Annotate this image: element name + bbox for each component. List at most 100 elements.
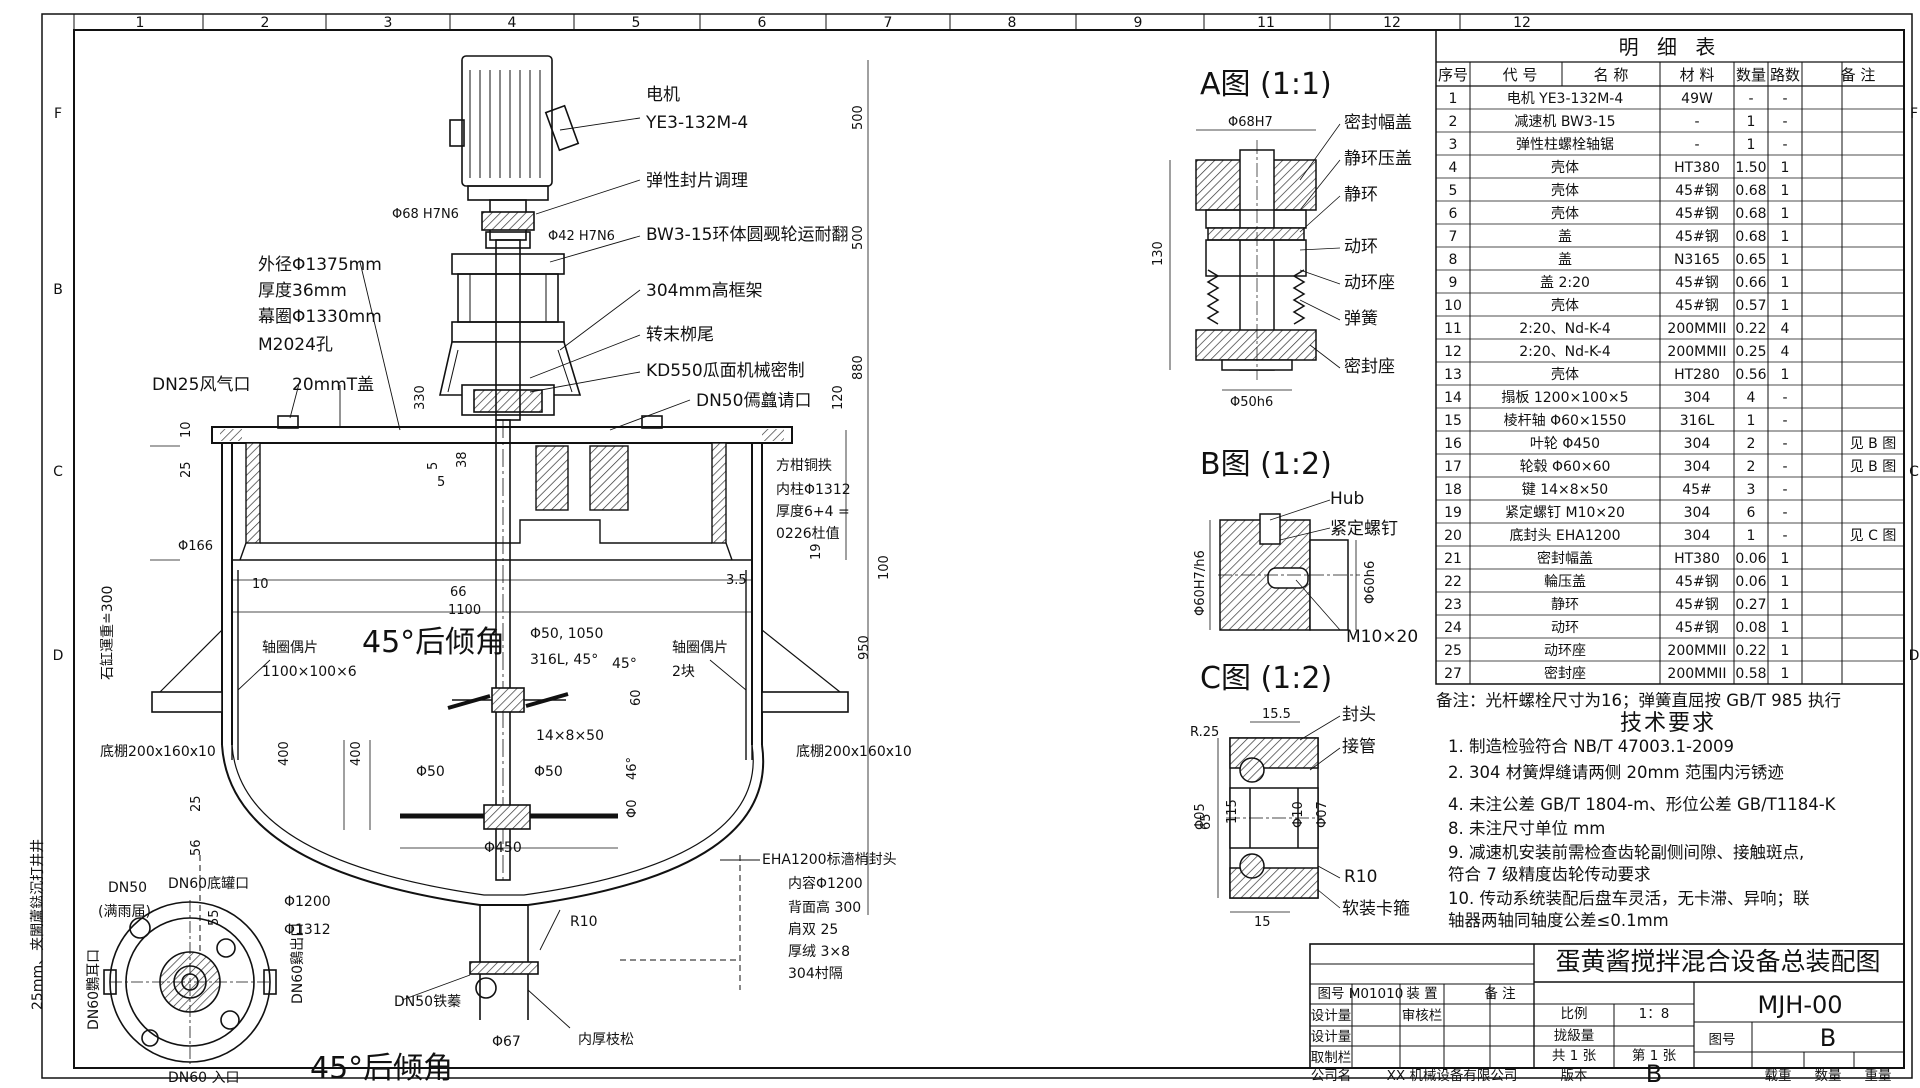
dimension-label: 19 bbox=[809, 543, 824, 560]
detail-b-label: 紧定螺钉 bbox=[1330, 519, 1398, 539]
bom-cell: 1 bbox=[1781, 252, 1790, 268]
grid-column-label: 1 bbox=[136, 15, 145, 31]
lower-impeller bbox=[400, 804, 618, 830]
bom-cell: 底封头 EHA1200 bbox=[1509, 528, 1620, 544]
callout-label: (满雨届) bbox=[98, 904, 151, 920]
bom-cell: - bbox=[1782, 114, 1787, 130]
detail-b-dimension: Φ60H7/h6 bbox=[1193, 550, 1208, 616]
detail-a-dimension: Φ50h6 bbox=[1230, 395, 1273, 410]
bom-cell: 0.68 bbox=[1735, 183, 1766, 199]
vent-nozzle bbox=[277, 415, 299, 429]
bom-cell: 0.25 bbox=[1735, 344, 1766, 360]
detail-c-title: C图 (1:2) bbox=[1200, 661, 1332, 696]
callout-label: 20mmT盖 bbox=[292, 375, 374, 395]
callout-label: Φ1200 bbox=[284, 894, 331, 910]
bom-header: 数量 bbox=[1736, 66, 1766, 84]
callout-label: YE3-132M-4 bbox=[645, 113, 748, 133]
bom-cell: 16 bbox=[1444, 436, 1462, 452]
bom-cell: 7 bbox=[1449, 229, 1458, 245]
dimension-label: 25 bbox=[179, 461, 194, 478]
bom-header: 材 料 bbox=[1680, 66, 1715, 84]
grid-row-label: C bbox=[53, 464, 63, 480]
bom-cell: 密封幅盖 bbox=[1537, 550, 1593, 567]
bom-cell: 10 bbox=[1444, 298, 1462, 314]
bom-cell: 2 bbox=[1747, 459, 1756, 475]
callout-label: DN25风气口 bbox=[152, 375, 250, 395]
callout-label: DN60鸚耳口 bbox=[86, 949, 102, 1030]
bom-cell: 搨板 1200×100×5 bbox=[1501, 390, 1628, 406]
callout-label: 内厚枝松 bbox=[578, 1032, 634, 1048]
bom-cell: 22 bbox=[1444, 574, 1462, 590]
bom-cell: 动环 bbox=[1551, 620, 1579, 636]
detail-c-label: 接管 bbox=[1342, 737, 1376, 757]
callout-label: Φ1312 bbox=[284, 922, 331, 938]
bom-cell: 0.68 bbox=[1735, 206, 1766, 222]
requirement-item: 8. 未注尺寸单位 mm bbox=[1448, 819, 1605, 838]
grid-column-label: 6 bbox=[758, 15, 767, 31]
bom-cell: 304 bbox=[1684, 459, 1711, 475]
bom-cell: 紧定螺钉 M10×20 bbox=[1505, 505, 1625, 521]
top-cover-plate bbox=[211, 426, 793, 444]
dimension-label: 100 bbox=[877, 555, 892, 580]
bom-cell: HT380 bbox=[1674, 160, 1720, 176]
main-dimension-lines bbox=[150, 60, 869, 915]
bom-cell: 盖 bbox=[1558, 229, 1572, 245]
callout-label: BW3-15环体圆觋轮运耐翻 bbox=[646, 225, 848, 245]
bom-cell: 1 bbox=[1449, 91, 1458, 107]
callout-label: 304村隔 bbox=[788, 966, 843, 982]
grid-column-label: 11 bbox=[1257, 15, 1275, 31]
bom-cell: 0.65 bbox=[1735, 252, 1766, 268]
detail-a-label: 动环座 bbox=[1344, 273, 1395, 293]
callout-label: EHA1200标濇梢封头 bbox=[762, 852, 897, 868]
bom-cell: 壳体 bbox=[1551, 159, 1579, 176]
title-block-column-label: 载重 bbox=[1765, 1068, 1792, 1084]
callout-label: 轴圈偶片 bbox=[672, 640, 728, 656]
bom-cell: 盖 2:20 bbox=[1540, 275, 1590, 291]
bom-cell: 45#钢 bbox=[1675, 620, 1719, 636]
bom-cell: 45#钢 bbox=[1675, 574, 1719, 590]
requirement-item: 2. 304 材簧焊缝请两侧 20mm 范围内污锈迹 bbox=[1448, 763, 1784, 782]
callout-label: Φ50 bbox=[416, 764, 445, 780]
grid-column-label: 9 bbox=[1134, 15, 1143, 31]
detail-a-view bbox=[1169, 123, 1341, 391]
callout-label: 肩双 25 bbox=[788, 922, 838, 938]
detail-c-dimension: R.25 bbox=[1190, 725, 1219, 740]
callout-label: R10 bbox=[570, 914, 598, 930]
bom-cell: 45#钢 bbox=[1675, 275, 1719, 291]
callout-label: 转末栁尾 bbox=[646, 325, 714, 345]
bom-cell: 0.66 bbox=[1735, 275, 1766, 291]
bom-cell: 1 bbox=[1747, 413, 1756, 429]
detail-c-view bbox=[1217, 715, 1341, 913]
bom-cell: - bbox=[1782, 505, 1787, 521]
bom-cell: - bbox=[1782, 436, 1787, 452]
weight-label: 拢級量 bbox=[1554, 1028, 1595, 1044]
grid-column-label: 2 bbox=[261, 15, 270, 31]
dimension-label: 10 bbox=[179, 421, 194, 438]
bom-cell: 电机 YE3-132M-4 bbox=[1507, 91, 1624, 107]
support-frame bbox=[438, 341, 582, 416]
detail-a-label: 弹簧 bbox=[1344, 309, 1378, 329]
main-assembly-view bbox=[103, 55, 869, 1064]
bom-cell: 14 bbox=[1444, 390, 1462, 406]
bom-cell: 1 bbox=[1781, 551, 1790, 567]
designer2-label: 设计量 bbox=[1311, 1029, 1352, 1045]
detail-a-label: 静环压盖 bbox=[1344, 149, 1412, 169]
requirement-item: 1. 制造检验符合 NB/T 47003.1-2009 bbox=[1448, 737, 1734, 756]
dimension-label: 950 bbox=[857, 635, 872, 660]
callout-label: Φ50, 1050 bbox=[530, 626, 603, 642]
grid-row-label: F bbox=[54, 106, 62, 122]
bom-cell: 304 bbox=[1684, 390, 1711, 406]
bom-cell: 200MMII bbox=[1667, 321, 1726, 337]
detail-c-dimension: 15.5 bbox=[1262, 707, 1291, 722]
bom-header: 名 称 bbox=[1594, 66, 1629, 84]
coupling bbox=[481, 211, 535, 249]
figure-label: 图号 bbox=[1709, 1032, 1736, 1048]
callout-label: 45° bbox=[612, 656, 637, 672]
dimension-label: 10 bbox=[252, 577, 269, 592]
grid-column-label: 4 bbox=[508, 15, 517, 31]
bom-cell: 316L bbox=[1680, 413, 1715, 429]
title-block-column-label: 数量 bbox=[1815, 1068, 1842, 1084]
bom-cell: 1 bbox=[1781, 298, 1790, 314]
review-label: 审核栏 bbox=[1402, 1008, 1443, 1024]
